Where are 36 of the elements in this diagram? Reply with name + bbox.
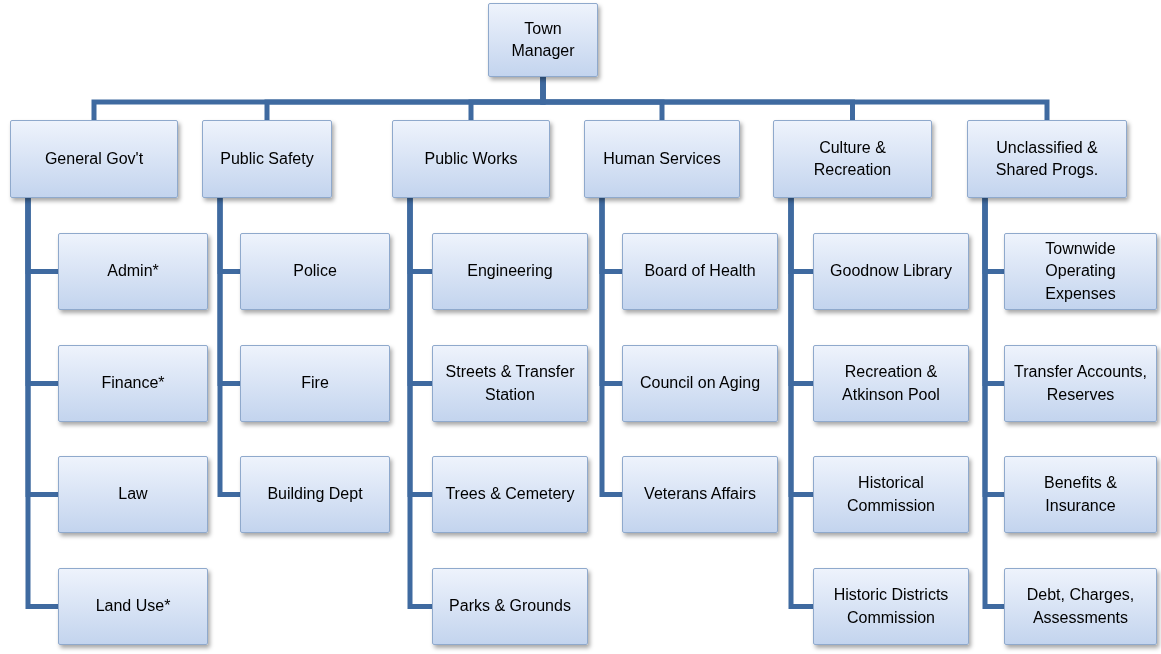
- unit-box: Parks & Grounds: [432, 568, 588, 645]
- unit-box: Finance*: [58, 345, 208, 422]
- unit-box: Police: [240, 233, 390, 310]
- unit-box: Fire: [240, 345, 390, 422]
- connector-line: [599, 198, 622, 497]
- unit-box: Building Dept: [240, 456, 390, 533]
- unit-box: Engineering: [432, 233, 588, 310]
- unit-box: Townwide Operating Expenses: [1004, 233, 1157, 310]
- connector-line: [540, 77, 1050, 120]
- unit-box: Admin*: [58, 233, 208, 310]
- department-box: Unclassified & Shared Progs.: [967, 120, 1127, 198]
- department-box: General Gov't: [10, 120, 178, 198]
- unit-box: Goodnow Library: [813, 233, 969, 310]
- connector-line: [407, 198, 432, 609]
- department-box: Public Works: [392, 120, 550, 198]
- unit-box: Streets & Transfer Station: [432, 345, 588, 422]
- unit-box: Board of Health: [622, 233, 778, 310]
- department-box: Human Services: [584, 120, 740, 198]
- department-box: Public Safety: [202, 120, 332, 198]
- unit-box: Recreation & Atkinson Pool: [813, 345, 969, 422]
- unit-box: Debt, Charges, Assessments: [1004, 568, 1157, 645]
- unit-box: Law: [58, 456, 208, 533]
- department-box: Culture & Recreation: [773, 120, 932, 198]
- unit-box: Land Use*: [58, 568, 208, 645]
- connector-line: [25, 198, 58, 609]
- connector-line: [982, 198, 1004, 609]
- unit-box: Trees & Cemetery: [432, 456, 588, 533]
- unit-box: Transfer Accounts, Reserves: [1004, 345, 1157, 422]
- manager-box: Town Manager: [488, 3, 598, 77]
- connector-line: [217, 198, 240, 497]
- unit-box: Benefits & Insurance: [1004, 456, 1157, 533]
- unit-box: Historic Districts Commission: [813, 568, 969, 645]
- unit-box: Council on Aging: [622, 345, 778, 422]
- unit-box: Veterans Affairs: [622, 456, 778, 533]
- unit-box: Historical Commission: [813, 456, 969, 533]
- connector-line: [788, 198, 813, 609]
